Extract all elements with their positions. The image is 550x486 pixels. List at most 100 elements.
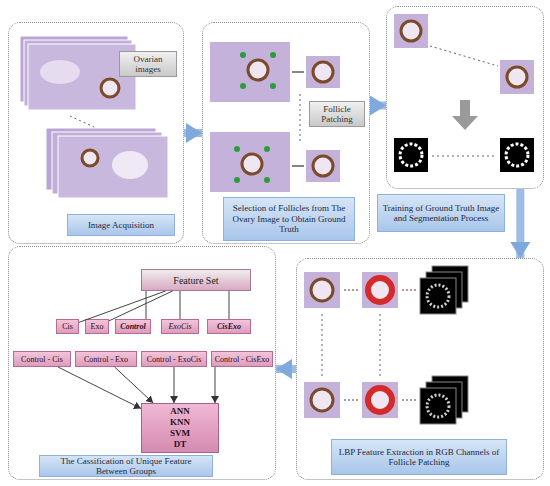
link-line <box>146 291 147 319</box>
arrow-line <box>344 289 358 290</box>
lbp-channel <box>420 388 456 424</box>
follicle <box>311 279 333 301</box>
follicle <box>248 60 268 80</box>
box-label: ExoCis <box>168 322 191 331</box>
link-line <box>58 367 141 409</box>
selection-dot <box>270 83 276 89</box>
box-label: Control - ExoCis <box>147 355 202 364</box>
selection-dot <box>234 177 240 183</box>
tissue <box>40 60 80 84</box>
stage-caption: Image Acquisition <box>67 214 175 236</box>
binary-mask <box>500 138 534 172</box>
label-box: ANN KNN SVM DT <box>141 403 219 453</box>
lbp-channel <box>420 278 456 314</box>
dotted-link <box>380 314 381 376</box>
follicle-patch <box>304 382 340 418</box>
link-line <box>79 291 166 322</box>
lbp-extraction <box>304 266 468 424</box>
arrow-line <box>402 399 418 400</box>
dotted-link <box>70 116 96 128</box>
box-label: Ovarian images <box>120 54 176 74</box>
follicle <box>311 389 333 411</box>
selection-dot <box>270 52 276 58</box>
arrow-line <box>292 71 304 72</box>
flow-arrow <box>276 365 296 373</box>
flow-arrow <box>184 129 202 137</box>
binary-mask <box>394 138 428 172</box>
box-label: Feature Set <box>173 275 218 286</box>
ovary-image <box>210 132 290 192</box>
follicle-patch <box>306 56 340 88</box>
stage-caption: The Cassification of Unique Feature Betw… <box>39 455 213 477</box>
follicle <box>101 79 119 97</box>
arrow-line <box>292 165 304 166</box>
label-box: Ovarian images <box>119 51 177 77</box>
arrow-line <box>402 289 418 290</box>
label-box: Control <box>115 319 151 334</box>
red-ring <box>368 278 392 302</box>
follicle <box>401 21 421 41</box>
label-box: Cis <box>56 319 79 334</box>
label-box: Follicle Patching <box>309 101 365 127</box>
link-line <box>174 367 175 403</box>
selection-dot <box>240 52 246 58</box>
lbp-ring <box>427 285 449 307</box>
stage-panel: Image Acquisition Ovarian images <box>8 22 184 244</box>
box-label: Exo <box>91 322 104 331</box>
link-line <box>229 291 230 319</box>
selection-dot <box>234 146 240 152</box>
red-patch <box>362 382 398 418</box>
mask-ring <box>400 144 422 166</box>
box-label: Control - CisExo <box>215 355 270 364</box>
ovary-image <box>210 42 290 102</box>
label-box: Exo <box>85 319 109 334</box>
label-box: Control - Cis <box>13 351 71 367</box>
dotted-link <box>300 94 301 142</box>
stage-panel: LBP Feature Extraction in RGB Channels o… <box>296 258 544 480</box>
follicle <box>82 150 98 166</box>
down-arrow <box>460 100 470 116</box>
dotted-link <box>430 46 498 66</box>
label-box: Control - Exo <box>75 351 137 367</box>
flow-arrow <box>516 189 524 258</box>
box-label: Cis <box>62 322 73 331</box>
selection-dot <box>264 146 270 152</box>
box-label: Control - Cis <box>21 355 63 364</box>
label-box: Control - ExoCis <box>141 351 207 367</box>
follicle <box>313 156 333 176</box>
dotted-link <box>322 314 323 376</box>
box-label: CisExo <box>217 322 241 331</box>
label-box: ExoCis <box>161 319 199 334</box>
stage-caption: Training of Ground Truth Image and Segme… <box>377 194 505 232</box>
label-box: Control - CisExo <box>211 351 273 367</box>
red-patch <box>362 272 398 308</box>
stage-caption: Selection of Follicles from The Ovary Im… <box>223 197 355 241</box>
box-label: Control - Exo <box>84 355 128 364</box>
follicle-patch <box>394 14 428 48</box>
stage-panel: Training of Ground Truth Image and Segme… <box>386 6 544 189</box>
selection-dot <box>264 177 270 183</box>
follicle <box>507 67 527 87</box>
follicle <box>242 154 262 174</box>
stage-panel: The Cassification of Unique Feature Betw… <box>8 246 276 480</box>
stage-panel: Selection of Follicles from The Ovary Im… <box>202 22 370 244</box>
link-line <box>180 291 181 319</box>
box-label: Control <box>120 322 145 331</box>
label-box: Feature Set <box>141 269 251 291</box>
lbp-ring <box>427 395 449 417</box>
link-line <box>115 367 154 403</box>
mask-ring <box>506 144 528 166</box>
down-arrow <box>452 116 478 130</box>
follicle-patch <box>304 272 340 308</box>
red-ring <box>368 388 392 412</box>
label-box: CisExo <box>207 319 251 334</box>
segmentation <box>394 14 534 172</box>
link-line <box>215 367 216 403</box>
tissue <box>112 151 148 179</box>
selection-dot <box>240 83 246 89</box>
follicle-patch <box>306 150 340 182</box>
ovary-slide <box>58 136 168 198</box>
box-label: Follicle Patching <box>310 104 364 124</box>
